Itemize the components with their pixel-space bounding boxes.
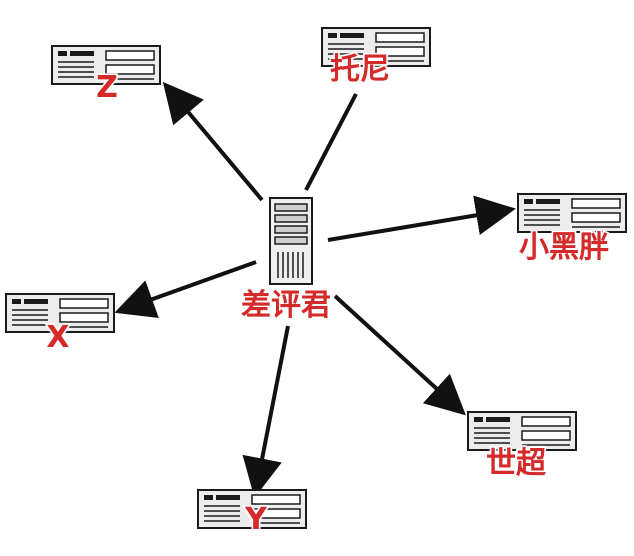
link-tuoni (304, 93, 358, 191)
desktop-computer-icon (467, 411, 577, 451)
client-label-shichao: 世超 (485, 446, 548, 481)
tower-server-icon (269, 197, 313, 285)
client-label-y: Y (244, 502, 269, 537)
link-x (114, 260, 257, 319)
link-xiaoheipang (327, 195, 516, 242)
desktop-computer-icon (197, 489, 307, 529)
link-y (242, 325, 290, 498)
client-label-xiaoheipang: 小黑胖 (518, 230, 611, 265)
desktop-computer-icon (5, 293, 115, 333)
link-z (162, 81, 264, 202)
link-shichao (333, 294, 466, 416)
desktop-computer-icon (517, 193, 627, 233)
client-label-tuoni: 托尼 (329, 52, 392, 87)
desktop-computer-icon (51, 45, 161, 85)
client-label-z: Z (95, 70, 120, 105)
desktop-computer-icon (321, 27, 431, 67)
server-label: 差评君 (240, 288, 333, 323)
client-label-x: X (45, 320, 71, 355)
